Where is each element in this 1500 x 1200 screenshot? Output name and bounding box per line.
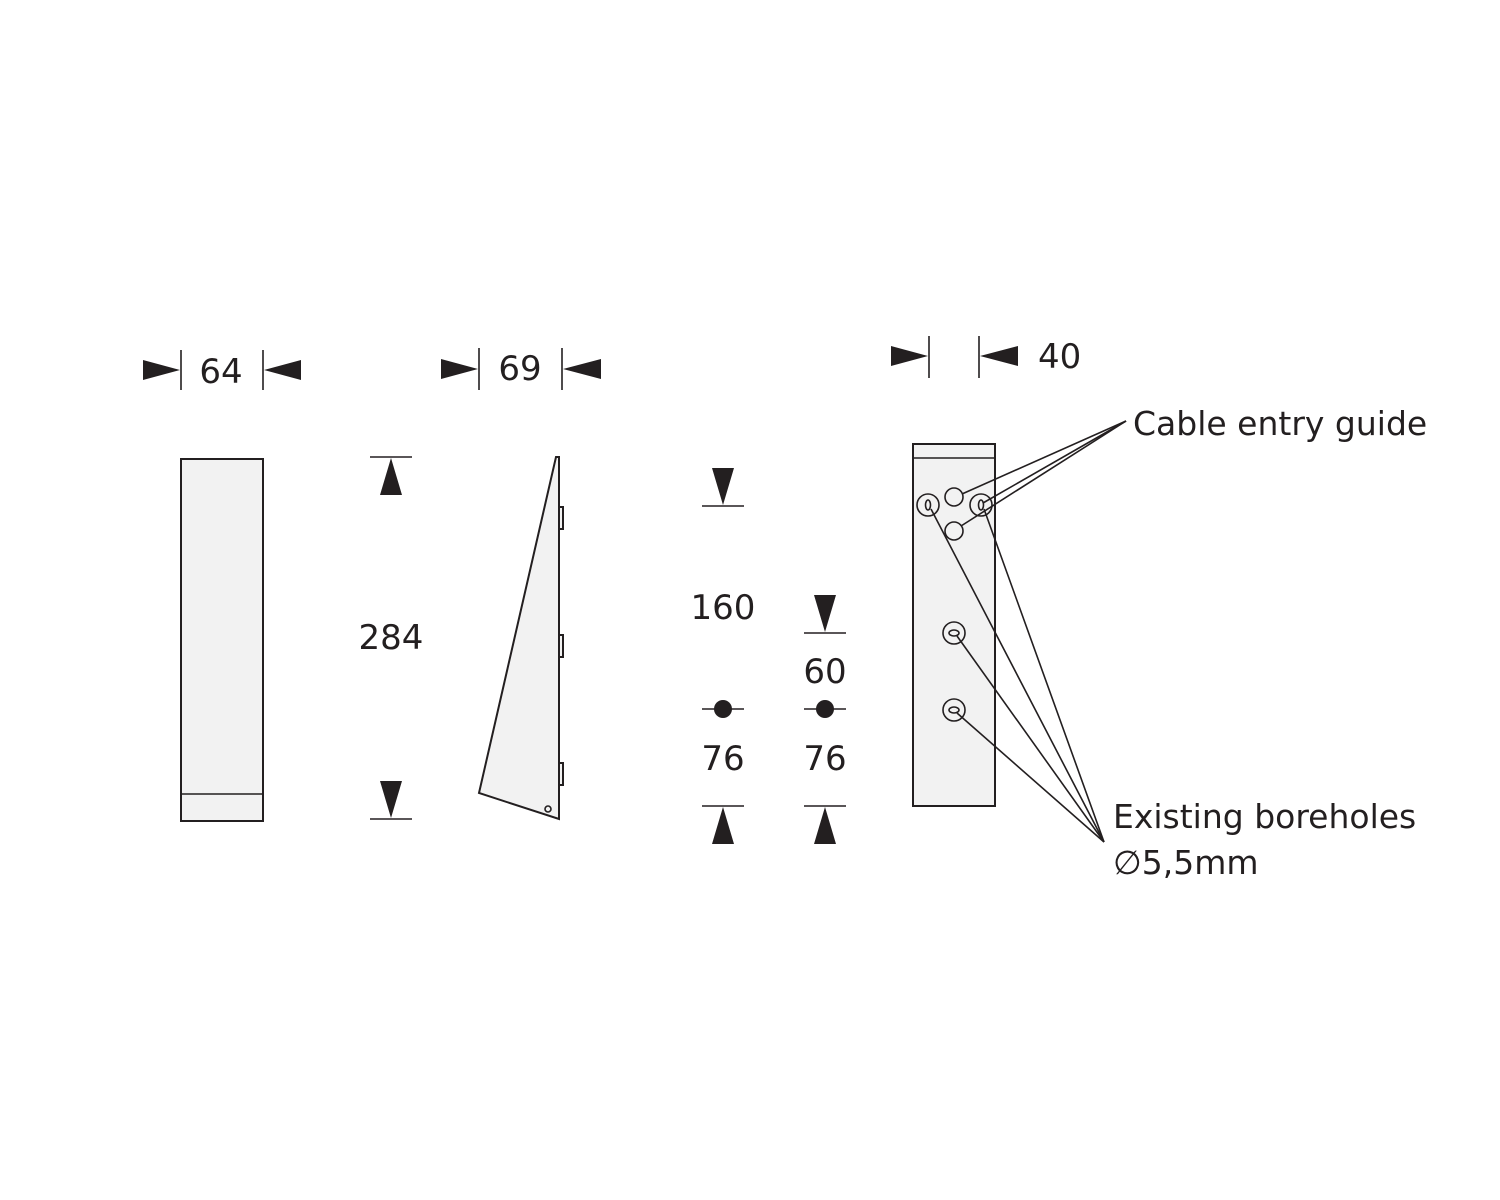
dim-arrow-down-icon <box>380 781 402 818</box>
height-dimension: 284 <box>359 456 424 820</box>
side-depth-dimension: 69 <box>441 348 601 390</box>
boreholes-label: Existing boreholes <box>1113 797 1416 836</box>
borehole <box>942 621 966 645</box>
front-width-label: 64 <box>199 352 242 392</box>
back-body <box>912 443 996 807</box>
dim-arrow-up-icon <box>814 807 836 844</box>
side-mount-tab <box>558 762 564 786</box>
cable-entry-label: Cable entry guide <box>1133 404 1427 443</box>
dim-arrow-down-icon <box>712 468 734 505</box>
side-screw-hole <box>544 805 552 813</box>
dim-arrow-left-icon <box>563 359 601 379</box>
dim-arrow-right-icon <box>441 359 478 379</box>
borehole <box>942 698 966 722</box>
dim-arrow-up-icon <box>380 458 402 495</box>
borehole-size-label: ∅5,5mm <box>1113 843 1259 882</box>
cable-entry-hole <box>944 487 964 507</box>
front-width-dimension: 64 <box>143 350 301 392</box>
front-view: 64 <box>143 350 301 822</box>
hole-center-dot <box>714 700 732 718</box>
spacing-top-label: 160 <box>691 588 756 628</box>
front-body <box>180 458 264 822</box>
back-width-dimension: 40 <box>891 336 1081 378</box>
borehole <box>916 493 940 517</box>
back-view: 40 <box>891 336 1081 807</box>
back-width-label: 40 <box>1038 337 1081 377</box>
dim-arrow-left-icon <box>264 360 301 380</box>
borehole <box>969 493 993 517</box>
spacing-right-column: 60 76 <box>803 595 847 844</box>
cable-entry-hole <box>944 521 964 541</box>
dim-arrow-right-icon <box>891 346 928 366</box>
side-depth-label: 69 <box>498 349 541 389</box>
hole-center-dot <box>816 700 834 718</box>
side-body <box>477 456 560 821</box>
dim-arrow-down-icon <box>814 595 836 632</box>
side-mount-tab <box>558 506 564 530</box>
spacing-mid-label: 60 <box>803 652 846 692</box>
borehole-leaders <box>930 508 1105 843</box>
spacing-bottom-left-label: 76 <box>701 739 744 779</box>
spacing-bottom-right-label: 76 <box>803 739 846 779</box>
dim-arrow-right-icon <box>143 360 180 380</box>
spacing-left-column: 160 76 <box>691 468 756 844</box>
side-mount-tab <box>558 634 564 658</box>
dim-arrow-up-icon <box>712 807 734 844</box>
cable-entry-leaders <box>960 420 1127 527</box>
dim-arrow-left-icon <box>980 346 1018 366</box>
side-view: 69 <box>441 348 601 821</box>
height-label: 284 <box>359 618 424 658</box>
